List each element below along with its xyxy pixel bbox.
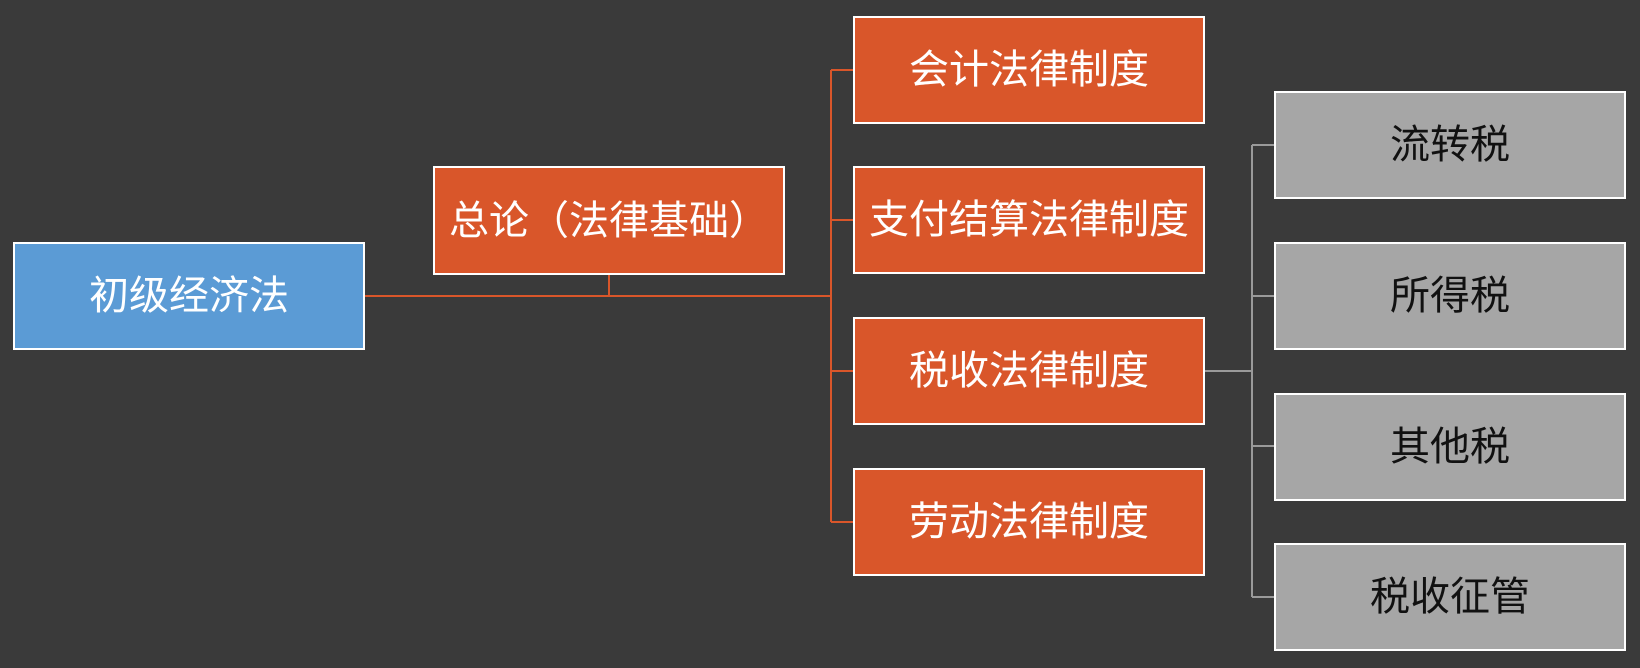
payment-settlement-law-label: 支付结算法律制度	[869, 197, 1189, 243]
other-tax-label: 其他税	[1390, 424, 1510, 470]
root-node: 初级经济法	[13, 242, 365, 350]
income-tax-node: 所得税	[1274, 242, 1626, 350]
turnover-tax-node: 流转税	[1274, 91, 1626, 199]
tax-law-node: 税收法律制度	[853, 317, 1205, 425]
labor-law-label: 劳动法律制度	[909, 499, 1149, 545]
tax-collection-label: 税收征管	[1370, 574, 1530, 620]
income-tax-label: 所得税	[1390, 273, 1510, 319]
tax-law-label: 税收法律制度	[909, 348, 1149, 394]
other-tax-node: 其他税	[1274, 393, 1626, 501]
labor-law-node: 劳动法律制度	[853, 468, 1205, 576]
root-node-label: 初级经济法	[89, 273, 289, 319]
tax-collection-node: 税收征管	[1274, 543, 1626, 651]
accounting-law-label: 会计法律制度	[909, 47, 1149, 93]
payment-settlement-law-node: 支付结算法律制度	[853, 166, 1205, 274]
general-node-label: 总论（法律基础）	[449, 197, 769, 244]
accounting-law-node: 会计法律制度	[853, 16, 1205, 124]
turnover-tax-label: 流转税	[1390, 122, 1510, 168]
general-node: 总论（法律基础）	[433, 166, 785, 275]
